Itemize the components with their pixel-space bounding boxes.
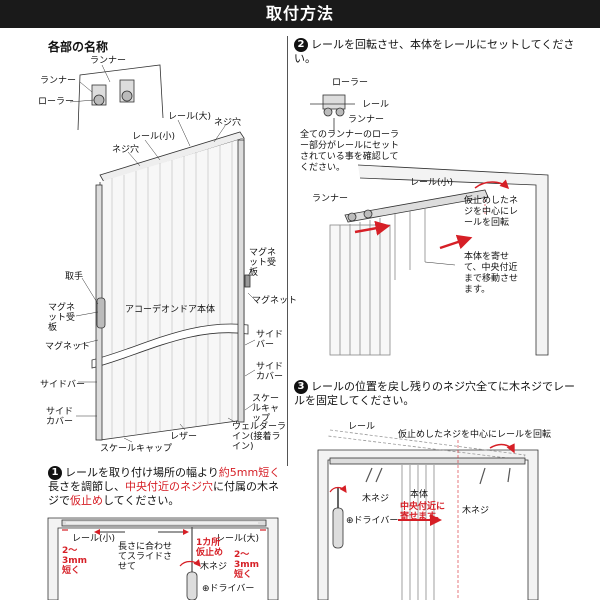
label-runner-left: ランナー — [40, 76, 77, 86]
label-side-cover-right: サイドカバー — [256, 362, 284, 382]
step3-label-driver: ⊕ドライバー — [346, 516, 399, 526]
label-side-bar-left: サイドバー — [40, 380, 86, 390]
step3-label-wood-screw-right: 木ネジ — [462, 506, 490, 516]
label-runner-top: ランナー — [90, 56, 127, 66]
step1-label-wood-screw: 木ネジ — [200, 562, 228, 572]
label-screw-hole-mid: ネジ穴 — [112, 145, 140, 155]
label-body: アコーデオンドア本体 — [125, 305, 216, 315]
step2-note: 全てのランナーのローラー部分がレールにセットされている事を確認してください。 — [300, 130, 400, 173]
label-handle: 取手 — [65, 272, 84, 282]
step3-diagram — [317, 429, 539, 600]
parts-title: 各部の名称 — [48, 40, 109, 54]
step2-label-rotate: 仮止めしたネジを中心にレールを回転 — [464, 196, 519, 228]
label-magnet-plate-left: マグネット受板 — [48, 303, 76, 333]
label-side-cover-left: サイドカバー — [46, 407, 74, 427]
step1-diagram — [47, 517, 279, 600]
label-rail-small: レール(小) — [132, 132, 176, 142]
step2-label-runner-main: ランナー — [312, 194, 349, 204]
label-magnet-plate-right: マグネット受板 — [249, 248, 277, 278]
step1-number: 1 — [48, 466, 62, 480]
step3-label-body: 本体 — [410, 490, 429, 500]
label-welder-line: ウェルダーライン(接着ライン) — [232, 422, 287, 452]
label-screw-hole-top: ネジ穴 — [214, 118, 242, 128]
page-title: 取付方法 — [0, 0, 600, 28]
step2-label-rail-small: レール(小) — [410, 178, 454, 188]
step2-label-rail: レール — [362, 100, 390, 110]
step1-label-rail-small: レール(小) — [72, 534, 116, 544]
label-magnet-right: マグネット — [252, 296, 298, 306]
step2-number: 2 — [294, 38, 308, 52]
step2-diagram — [310, 94, 549, 356]
label-roller: ローラー — [38, 97, 75, 107]
parts-diagram — [69, 64, 256, 443]
step2-label-roller: ローラー — [332, 78, 369, 88]
step1-label-gap-left: 2〜3mm短く — [62, 546, 88, 576]
label-end-cap-right: スケールキャップ — [252, 394, 280, 424]
step3-label-center: 中央付近に寄せます。 — [400, 502, 446, 522]
label-magnet-left: マグネット — [45, 342, 91, 352]
column-divider — [287, 36, 288, 466]
step1-label-driver: ⊕ドライバー — [202, 584, 255, 594]
step2-label-runner: ランナー — [348, 115, 385, 125]
step3-label-rail: レール — [348, 422, 376, 432]
step1-label-gap-right: 2〜3mm短く — [234, 550, 260, 580]
step1-label-slide: 長さに合わせてスライドさせて — [118, 542, 173, 572]
label-side-bar-right: サイドバー — [256, 330, 284, 350]
step3-label-rotate: 仮止めしたネジを中心にレールを回転 — [398, 430, 552, 440]
step2-label-move: 本体を寄せて、中央付近まで移動させます。 — [464, 252, 519, 295]
label-end-cap-bottom: スケールキャップ — [100, 444, 173, 454]
step1-label-rail-large: レール(大) — [216, 534, 260, 544]
step3-number: 3 — [294, 380, 308, 394]
step1-label-one-spot: 1カ所仮止め — [196, 538, 224, 558]
label-rail-large: レール(大) — [168, 112, 212, 122]
label-leather: レザー — [170, 432, 198, 442]
step3-label-wood-screw-left: 木ネジ — [362, 494, 390, 504]
